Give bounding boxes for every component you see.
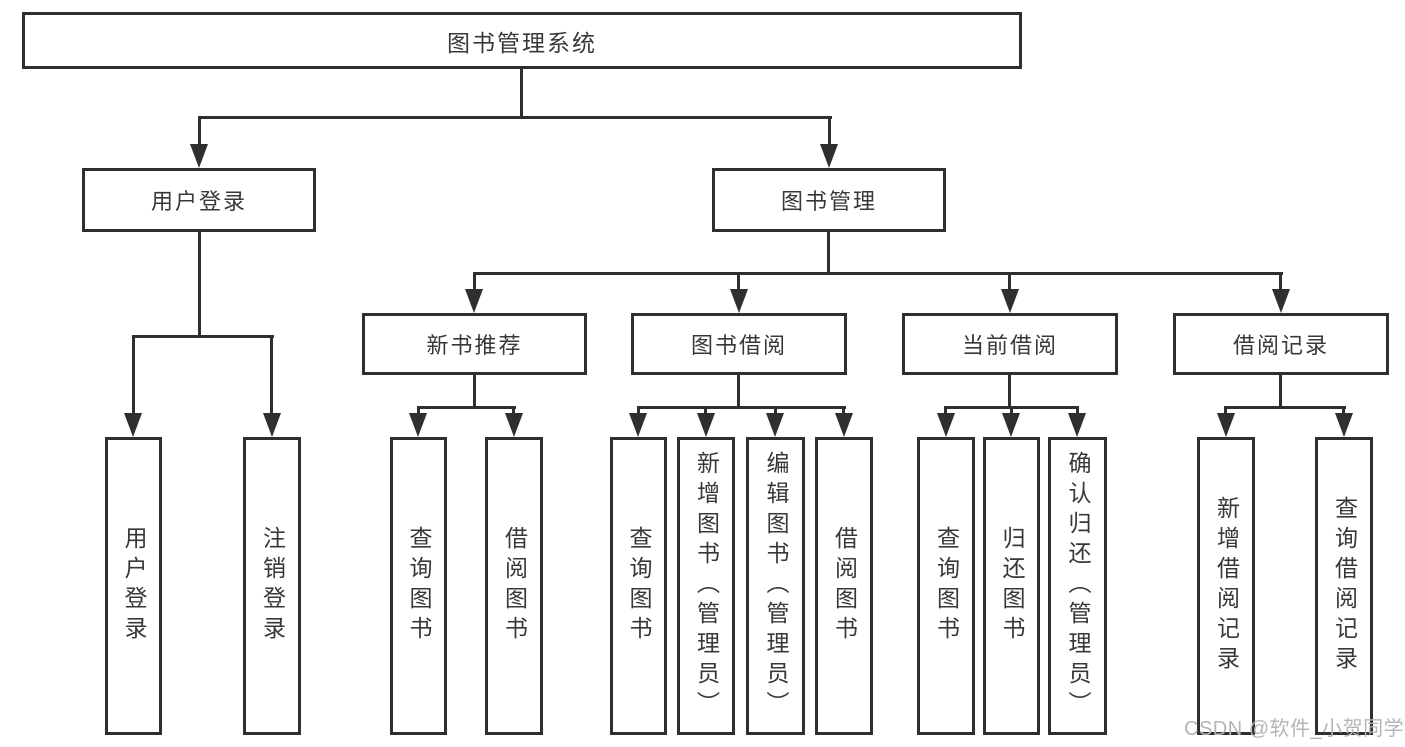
connector-drop bbox=[737, 272, 740, 292]
connector-drop bbox=[1010, 406, 1013, 418]
connector-stem bbox=[1279, 375, 1282, 409]
node-user-login: 用户登录 bbox=[82, 168, 316, 232]
leaf-query-borrow-record: 查询借阅记录 bbox=[1315, 437, 1373, 735]
arrow-down-icon bbox=[766, 413, 784, 437]
connector-drop bbox=[512, 406, 515, 418]
leaf-confirm-return-admin: 确认归还（管理员） bbox=[1048, 437, 1107, 735]
arrow-down-icon bbox=[263, 413, 281, 437]
node-label: 借阅记录 bbox=[1232, 333, 1329, 358]
arrow-down-icon bbox=[730, 289, 748, 313]
connector-drop bbox=[473, 272, 476, 292]
leaf-query-books-2: 查询图书 bbox=[610, 437, 667, 735]
connector-bar bbox=[417, 406, 516, 409]
csdn-watermark: CSDN @软件_小贺同学 bbox=[1184, 718, 1405, 740]
leaf-add-book-admin: 新增图书（管理员） bbox=[677, 437, 735, 735]
node-book-borrowing: 图书借阅 bbox=[631, 313, 847, 375]
connector-drop bbox=[1076, 406, 1079, 418]
leaf-label: 查询图书 bbox=[406, 526, 432, 646]
connector-user-login-bar bbox=[132, 335, 274, 338]
leaf-borrow-books-2: 借阅图书 bbox=[815, 437, 873, 735]
connector-drop bbox=[704, 406, 707, 418]
connector-drop bbox=[637, 406, 640, 418]
connector-drop bbox=[1008, 272, 1011, 292]
connector-drop bbox=[944, 406, 947, 418]
leaf-label: 新增图书（管理员） bbox=[693, 451, 720, 721]
arrow-down-icon bbox=[697, 413, 715, 437]
connector-drop bbox=[1342, 406, 1345, 418]
node-label: 用户登录 bbox=[150, 189, 247, 214]
connector-root-stem bbox=[520, 69, 523, 119]
connector-bar bbox=[637, 406, 846, 409]
leaf-label: 查询图书 bbox=[626, 526, 652, 646]
node-new-book-recommend: 新书推荐 bbox=[362, 313, 587, 375]
arrow-down-icon bbox=[505, 413, 523, 437]
arrow-down-icon bbox=[820, 144, 838, 168]
connector-drop bbox=[1279, 272, 1282, 292]
connector-book-mgmt-stem bbox=[827, 232, 830, 275]
arrow-down-icon bbox=[629, 413, 647, 437]
connector-user-login-stem bbox=[198, 232, 201, 338]
leaf-label: 查询图书 bbox=[933, 526, 960, 646]
node-borrowing-records: 借阅记录 bbox=[1173, 313, 1389, 375]
leaf-borrow-books-1: 借阅图书 bbox=[485, 437, 543, 735]
leaf-edit-book-admin: 编辑图书（管理员） bbox=[746, 437, 805, 735]
node-label: 图书管理系统 bbox=[447, 29, 597, 56]
connector-stem bbox=[1008, 375, 1011, 409]
connector-user-login-drop bbox=[198, 116, 201, 146]
arrow-down-icon bbox=[1217, 413, 1235, 437]
leaf-query-books-1: 查询图书 bbox=[390, 437, 447, 735]
leaf-user-login: 用户登录 bbox=[105, 437, 162, 735]
arrow-down-icon bbox=[1001, 289, 1019, 313]
connector-stem bbox=[737, 375, 740, 409]
arrow-down-icon bbox=[937, 413, 955, 437]
leaf-label: 确认归还（管理员） bbox=[1065, 451, 1091, 721]
connector-bar bbox=[1224, 406, 1346, 409]
node-label: 图书管理 bbox=[780, 189, 877, 214]
connector-drop bbox=[774, 406, 777, 418]
connector-drop bbox=[842, 406, 845, 418]
leaf-return-book: 归还图书 bbox=[983, 437, 1040, 735]
leaf-query-books-3: 查询图书 bbox=[917, 437, 975, 735]
leaf-add-borrow-record: 新增借阅记录 bbox=[1197, 437, 1255, 735]
connector-stem bbox=[473, 375, 476, 409]
arrow-down-icon bbox=[190, 144, 208, 168]
node-label: 当前借阅 bbox=[961, 333, 1058, 358]
connector-book-mgmt-bar bbox=[473, 272, 1283, 275]
arrow-down-icon bbox=[124, 413, 142, 437]
leaf-label: 借阅图书 bbox=[501, 526, 528, 646]
leaf-label: 查询借阅记录 bbox=[1331, 496, 1358, 676]
leaf-logout: 注销登录 bbox=[243, 437, 301, 735]
connector-drop bbox=[270, 335, 273, 415]
arrow-down-icon bbox=[1335, 413, 1353, 437]
arrow-down-icon bbox=[1272, 289, 1290, 313]
node-label: 图书借阅 bbox=[690, 333, 787, 358]
arrow-down-icon bbox=[1068, 413, 1086, 437]
leaf-label: 归还图书 bbox=[999, 526, 1025, 646]
arrow-down-icon bbox=[835, 413, 853, 437]
node-current-borrowing: 当前借阅 bbox=[902, 313, 1118, 375]
node-label: 新书推荐 bbox=[426, 333, 523, 358]
leaf-label: 注销登录 bbox=[259, 526, 286, 646]
node-book-management: 图书管理 bbox=[712, 168, 946, 232]
arrow-down-icon bbox=[1002, 413, 1020, 437]
connector-root-bar bbox=[198, 116, 832, 119]
leaf-label: 用户登录 bbox=[121, 526, 147, 646]
leaf-label: 借阅图书 bbox=[831, 526, 858, 646]
leaf-label: 编辑图书（管理员） bbox=[763, 451, 789, 721]
connector-drop bbox=[132, 335, 135, 415]
leaf-label: 新增借阅记录 bbox=[1213, 496, 1240, 676]
arrow-down-icon bbox=[465, 289, 483, 313]
arrow-down-icon bbox=[409, 413, 427, 437]
node-library-management-system: 图书管理系统 bbox=[22, 12, 1022, 69]
connector-drop bbox=[1224, 406, 1227, 418]
connector-book-mgmt-drop bbox=[828, 116, 831, 146]
connector-drop bbox=[417, 406, 420, 418]
